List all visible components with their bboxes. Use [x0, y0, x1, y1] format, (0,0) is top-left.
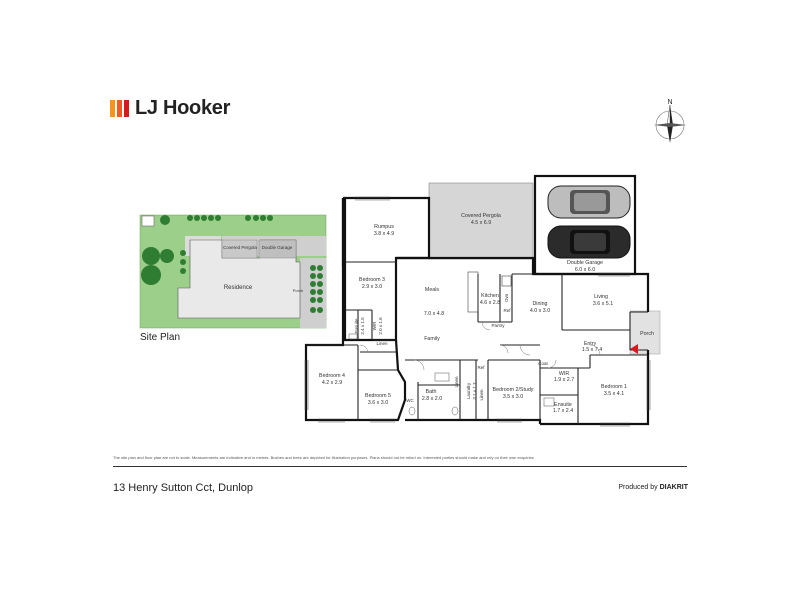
room-size-bedroom2: 3.5 x 3.0	[503, 394, 523, 400]
room-name-kitchen: Kitchen	[481, 293, 499, 299]
room-size-covered-pergola: 4.5 x 6.9	[471, 220, 491, 226]
room-size-dining: 4.0 x 3.0	[530, 308, 550, 314]
room-size-bath: 2.8 x 2.0	[422, 396, 442, 402]
room-size-bedroom4: 4.2 x 2.9	[322, 380, 342, 386]
oven-label: Ovn	[504, 293, 509, 302]
linen-label: Linen	[454, 376, 459, 388]
room-name-living: Living	[594, 294, 608, 300]
site-residence-label: Residence	[224, 285, 253, 291]
site-pergola-label: Covered Pergola	[223, 245, 257, 250]
linen-cupboard-label: Linen	[376, 341, 388, 346]
disclaimer-text: The site plan and floor plan are not to …	[113, 455, 534, 460]
compass-north-label: N	[667, 99, 672, 106]
wc-label: WC	[406, 398, 414, 403]
room-size-living: 3.6 x 5.1	[593, 301, 613, 307]
room-name-wir3: WIR	[372, 321, 377, 330]
room-size-kitchen: 4.6 x 2.8	[480, 300, 500, 306]
room-size-wir1: 1.9 x 2.7	[554, 377, 574, 383]
producer-credit: Produced by DIAKRIT	[618, 484, 688, 491]
producer-name: DIAKRIT	[659, 484, 688, 491]
site-plan-caption: Site Plan	[140, 332, 181, 343]
room-name-laundry: Laundry	[466, 382, 471, 399]
site-porch-label: Porch	[293, 288, 303, 293]
room-size-double-garage: 6.0 x 6.0	[575, 267, 595, 273]
property-address: 13 Henry Sutton Cct, Dunlop	[113, 482, 254, 494]
room-name-covered-pergola: Covered Pergola	[461, 213, 501, 219]
coat-label: Coat	[538, 361, 548, 366]
brand-name: LJ Hooker	[135, 97, 231, 119]
room-size-bedroom3: 2.9 x 3.0	[362, 284, 382, 290]
fridge-label: Ref	[477, 365, 485, 370]
room-name-entry: Entry	[584, 341, 597, 347]
logo-mark-icon	[110, 100, 129, 117]
room-name-wir1: WIR	[559, 371, 569, 377]
room-name-meals: Meals	[425, 287, 439, 293]
footer-divider	[113, 466, 687, 467]
room-name-ensuite1: Ensuite	[554, 402, 572, 408]
room-name-bedroom5: Bedroom 5	[365, 393, 391, 399]
room-size-rumpus: 3.8 x 4.9	[374, 231, 394, 237]
room-name-ensuite3: Ensuite	[354, 318, 359, 334]
room-size-entry: 1.5 x 7.4	[582, 347, 602, 353]
room-name-bedroom2: Bedroom 2/Study	[493, 387, 534, 393]
room-name-family: Family	[424, 336, 440, 342]
fridge-label: Ref	[503, 308, 511, 313]
room-size-ensuite1: 1.7 x 2.4	[553, 408, 573, 414]
room-name-bedroom1: Bedroom 1	[601, 384, 627, 390]
room-size-wir3: 2.0 x 1.6	[378, 317, 383, 335]
floor-plan: Covered Pergola 4.5 x 6.9 Double Garage …	[304, 174, 661, 427]
room-name-dining: Dining	[532, 301, 547, 307]
room-size-ensuite3: 2.4 x 1.5	[360, 317, 365, 335]
room-size-bedroom1: 3.5 x 4.1	[604, 391, 624, 397]
north-compass-icon: N	[650, 97, 690, 147]
room-name-porch: Porch	[640, 331, 654, 337]
produced-by-label: Produced by	[618, 484, 658, 491]
room-name-bedroom4: Bedroom 4	[319, 373, 345, 379]
site-garage-label: Double Garage	[262, 245, 293, 250]
pantry-label: Pantry	[491, 323, 505, 328]
site-plan: Residence Covered Pergola Double Garage …	[139, 214, 327, 329]
car-icon	[547, 225, 631, 259]
room-size-bedroom5: 3.6 x 3.0	[368, 400, 388, 406]
linen-label: Linen	[479, 389, 484, 401]
room-size-meals: 7.0 x 4.8	[424, 311, 444, 317]
room-name-double-garage: Double Garage	[567, 260, 603, 266]
room-size-laundry: 3.1 x 1.7	[472, 382, 477, 400]
room-name-bath: Bath	[426, 389, 437, 395]
room-name-bedroom3: Bedroom 3	[359, 277, 385, 283]
brand-logo: LJ Hooker	[110, 97, 230, 120]
room-name-rumpus: Rumpus	[374, 224, 394, 230]
entry-arrow-icon	[630, 344, 638, 354]
car-icon	[547, 185, 631, 219]
